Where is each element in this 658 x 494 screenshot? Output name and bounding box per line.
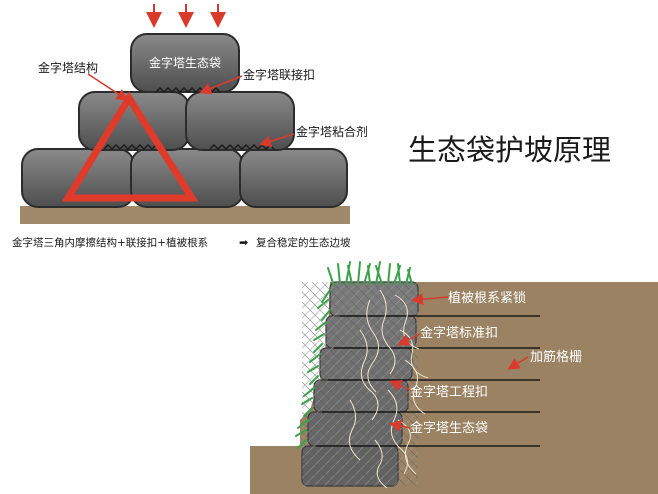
bag-bottom-3 (239, 148, 348, 208)
label-geogrid: 加筋格栅 (530, 349, 582, 365)
label-bag-top: 金字塔生态袋 (149, 55, 221, 70)
pointer-connector (199, 75, 243, 95)
label-pyramid-structure: 金字塔结构 (38, 60, 98, 75)
pointer-roots (411, 293, 449, 306)
label-connector: 金字塔联接扣 (243, 67, 315, 82)
caption-arrow: ➡ (239, 236, 248, 249)
bag-top (130, 33, 240, 93)
label-engineering-buckle: 金字塔工程扣 (410, 384, 488, 400)
geogrids (316, 315, 540, 447)
vegetation-roots (348, 289, 429, 489)
bottom-diagram: 植被根系紧锁 金字塔标准扣 加筋格栅 金字塔工程扣 金字塔生态袋 (250, 261, 658, 494)
pointer-glue (259, 133, 295, 148)
caption-right: 复合稳定的生态边坡 (256, 236, 351, 249)
bag-stack (301, 281, 419, 487)
page-title: 生态袋护坡原理 (408, 133, 611, 167)
soil-toe (250, 446, 310, 494)
ground-strip (20, 206, 350, 224)
load-arrows (146, 4, 226, 28)
label-standard-buckle: 金字塔标准扣 (420, 325, 498, 341)
caption-left: 金字塔三角内摩擦结构+联接扣+植被根系 (12, 236, 208, 249)
mesh-texture (302, 282, 418, 486)
pointer-standard-buckle (397, 333, 421, 346)
pointer-slope-bag (389, 420, 411, 432)
top-diagram: 金字塔生态袋 金字塔结构 金字塔联接扣 金字塔粘合剂 金字塔三角内摩擦结构+联接… (12, 4, 368, 249)
label-glue: 金字塔粘合剂 (296, 124, 368, 139)
bag-middle-2 (185, 91, 295, 151)
pointer-engineering-buckle (389, 380, 411, 392)
pointer-pyramid-structure (87, 73, 129, 101)
pointer-geogrid (507, 356, 529, 370)
pyramid-triangle (61, 91, 199, 202)
grass (295, 261, 413, 449)
label-slope-bag: 金字塔生态袋 (410, 420, 488, 436)
label-roots: 植被根系紧锁 (448, 290, 526, 306)
